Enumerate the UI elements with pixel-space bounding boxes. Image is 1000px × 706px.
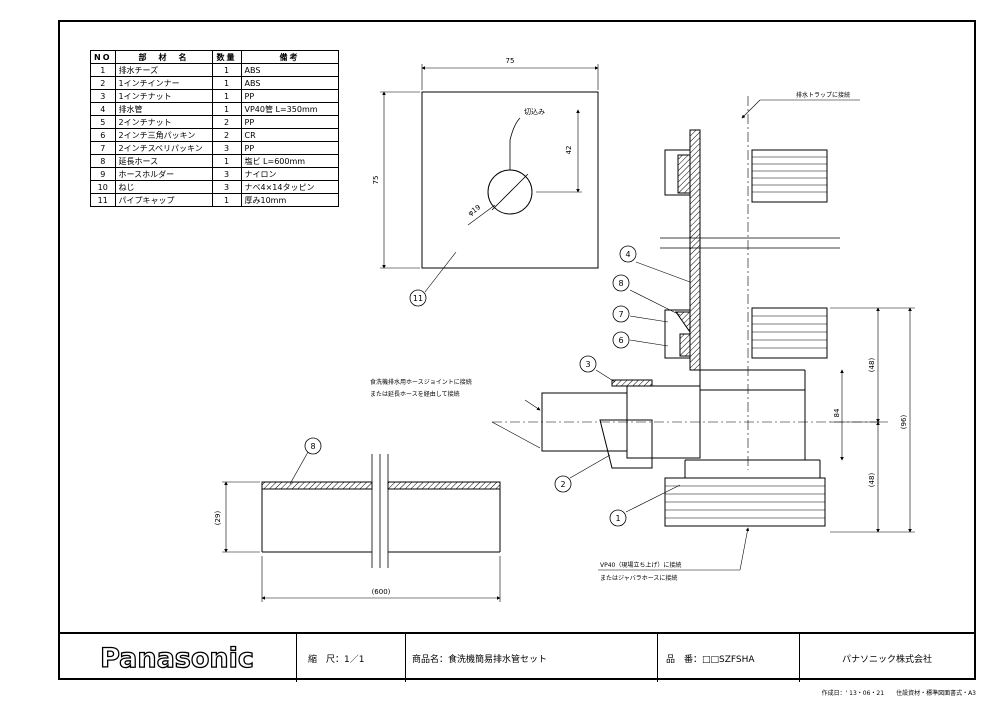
- assembly-view: [491, 96, 915, 571]
- callout-8-label: 8: [310, 442, 315, 451]
- hose-note-1: 食洗機排水用ホースジョイントに接続: [370, 378, 472, 386]
- company-cell: パナソニック株式会社: [800, 634, 974, 682]
- callout-2-label: 2: [560, 480, 565, 489]
- callout-8: [304, 437, 322, 455]
- part-no-cell: 品 番：□□SZFSHA: [658, 634, 800, 682]
- vp40-note-2: またはジャバラホースに接続: [600, 574, 677, 582]
- cell-name: パイプキャップ: [114, 193, 213, 207]
- callout-balloons: [304, 245, 637, 527]
- tee-body: [699, 370, 806, 461]
- callout-2: [554, 475, 572, 493]
- cap-width-dim: 75: [506, 57, 515, 65]
- callout-3-label: 3: [585, 360, 590, 369]
- callout-7-label: 8: [618, 279, 623, 288]
- hose-note-2: または延長ホースを経由して接続: [370, 390, 460, 398]
- company-label: パナソニック株式会社: [841, 654, 932, 665]
- pipe-cap-view: [380, 64, 599, 293]
- callout-11-label: 11: [413, 294, 423, 303]
- scale-label: 縮 尺：1／1: [308, 654, 365, 665]
- hose-length-dim: (600): [372, 588, 391, 596]
- dim-48-bottom: (48): [868, 473, 876, 488]
- cap-height-dim: 75: [372, 176, 380, 185]
- dim-48-top: (48): [868, 358, 876, 373]
- logo-cell: Panasonic: [58, 634, 297, 682]
- part-no-label: 品 番：□□SZFSHA: [666, 654, 755, 665]
- gasket-7: [679, 333, 691, 357]
- hose-wall-top-left: [261, 481, 373, 490]
- callout-11: [409, 289, 427, 307]
- extension-hose-view: [222, 451, 501, 602]
- callout-5: [612, 331, 630, 349]
- cap-outline: [421, 91, 599, 269]
- callout-6: [612, 305, 630, 323]
- drawing-frame: [58, 20, 976, 680]
- scale-cell: 縮 尺：1／1: [296, 634, 406, 682]
- callout-1-label: 1: [615, 514, 620, 523]
- upper-left-nut: [664, 149, 691, 196]
- panasonic-logo: Panasonic: [99, 642, 254, 674]
- drain-pipe-wall: [689, 129, 701, 371]
- upper-nut: [751, 149, 828, 203]
- product-cell: 商品名：食洗機簡易排水管セット: [406, 634, 658, 682]
- hose-dia-dim: (29): [214, 511, 222, 526]
- callout-7: [612, 274, 630, 292]
- hole-dia-label: φ19: [467, 203, 483, 217]
- inch-nut-3: [611, 379, 653, 387]
- product-label: 商品名：食洗機簡易排水管セット: [412, 654, 548, 665]
- cap-offset-dim: 42: [565, 146, 573, 155]
- table-header-row: NO 部 材 名 数量 備考: [90, 50, 339, 64]
- hose-wall-top-right: [387, 481, 501, 490]
- gasket-6: [675, 311, 691, 334]
- callout-4-label: 4: [625, 250, 630, 259]
- callout-4: [619, 245, 637, 263]
- callout-3: [579, 355, 597, 373]
- footer-text: 作成日：' 13・06・21 住設資材・標準図面書式・A3: [821, 690, 976, 697]
- vp40-note-1: VP40（現場立ち上げ）に接続: [600, 561, 681, 569]
- inner-part-2: [599, 419, 653, 469]
- dim-96: (96): [900, 415, 908, 430]
- trap-note: 排水トラップに接続: [796, 91, 850, 99]
- callout-5-label: 6: [618, 336, 623, 345]
- title-block: Panasonic 縮 尺：1／1 商品名：食洗機簡易排水管セット 品 番：□□…: [58, 632, 976, 682]
- dim-84: 84: [833, 408, 841, 417]
- middle-nut: [751, 307, 828, 359]
- callout-1: [609, 509, 627, 527]
- cut-label: 切込み: [524, 107, 545, 116]
- cell-note: 厚み10mm: [240, 193, 339, 207]
- callout-6-label: 7: [618, 310, 623, 319]
